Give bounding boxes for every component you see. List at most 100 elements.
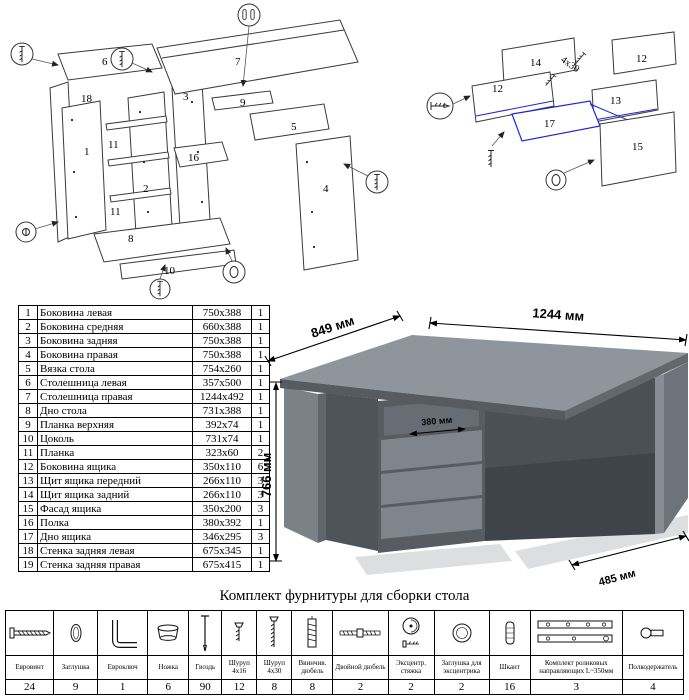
part-label-14: 14 [530,57,542,69]
part-name: Планка [37,445,193,460]
part-label-7: 7 [235,56,241,68]
part-num: 18 [18,543,38,558]
part-size: 731x388 [192,403,252,418]
hardware-label: Полкодержатель [621,655,685,680]
desk-left-panel [284,387,318,543]
cam-lock-icon [387,610,435,656]
part-num: 8 [18,403,38,418]
screw-in-dowel-icon [291,610,334,656]
dim-485: 485 мм [597,567,637,588]
dim-766: 766 мм [260,453,274,498]
hardware-qty: 2 [433,679,490,695]
part-name: Боковина правая [37,347,193,362]
part-size: 357x500 [192,375,252,390]
part-size: 350x200 [192,501,252,516]
groove-highlight [475,100,658,121]
part-label-2: 2 [143,183,149,195]
hardware-table: Евровинт Заглушка Евроключ Ножка Гвоздь … [4,610,685,695]
hardware-qty: 16 [488,679,531,695]
part-size: 754x260 [192,361,252,376]
exploded-assembly-diagram: 18 1 2 3 11 11 16 8 10 7 6 9 5 4 [10,3,389,300]
cap-callout-circle [222,260,246,284]
part-name: Боковина задняя [37,333,193,348]
callout-glyphs [18,9,381,297]
part-name: Полка [37,515,193,530]
part-label-4: 4 [323,183,329,195]
part-name: Стенка задняя левая [37,543,193,558]
part-num: 3 [18,333,38,348]
part-num: 1 [18,305,38,320]
hardware-qty: 90 [188,679,223,695]
hardware-qty: 1 [97,679,149,695]
part-label-1: 1 [84,146,90,158]
part-name: Боковина средняя [37,319,193,334]
part-name: Щит ящика задний [37,487,193,502]
drawer-slides-icon [529,610,623,656]
drawer-rail [107,151,170,167]
part-size: 750x388 [192,333,252,348]
panel-shelf [173,141,229,168]
panel-drawer-side-left [471,71,555,123]
part-label-12l: 12 [492,83,503,95]
part-name: Боковина левая [37,305,193,320]
part-num: 9 [18,417,38,432]
part-num: 16 [18,515,38,530]
hardware-qty: 2 [332,679,389,695]
desk-right-panel [655,374,664,534]
hardware-qty: 2 [387,679,435,695]
screw-long-icon [256,610,293,656]
hardware-label: Ножка [147,655,190,680]
cap-callout-circle [545,169,567,191]
hardware-label: Евроключ [97,655,149,680]
drawer-front-3 [381,498,482,539]
part-label-15: 15 [632,141,644,153]
hardware-qty: 4 [621,679,685,695]
shelf-support-icon [621,610,685,656]
part-name: Щит ящика передний [37,473,193,488]
part-name: Боковина ящика [37,459,193,474]
dowel-callout-circle [237,3,261,27]
part-label-5: 5 [291,121,297,133]
part-size: 392x74 [192,417,252,432]
panel-left-side [61,100,107,240]
hardware-qty: 6 [147,679,190,695]
part-qty: 1 [251,557,270,572]
desktop-front-edge [280,379,565,420]
dim-1244: 1244 мм [532,305,585,324]
exploded-panels [49,19,359,280]
panel-desktop-right [156,19,359,95]
hardware-label: Евровинт [4,655,55,680]
part-name: Цоколь [37,431,193,446]
part-qty: 3 [251,501,270,516]
part-size: 380x392 [192,515,252,530]
part-qty: 1 [251,305,270,320]
part-name: Дно ящика [37,529,193,544]
part-num: 17 [18,529,38,544]
part-label-17: 17 [544,118,556,130]
part-size: 323x60 [192,445,252,460]
desk-right-panel-side [664,362,688,533]
part-num: 7 [18,389,38,404]
part-label-12r: 12 [636,53,647,65]
hardware-qty: 24 [4,679,55,695]
hardware-label: Комплект роликовых направляющих L~350мм [529,655,623,680]
hardware-label: Двойной дюбель [332,655,389,680]
part-label-11b: 11 [110,206,121,218]
part-size: 675x415 [192,557,252,572]
part-size: 675x345 [192,543,252,558]
furniture-foot-icon [147,610,190,656]
panel-right-side [295,135,359,271]
